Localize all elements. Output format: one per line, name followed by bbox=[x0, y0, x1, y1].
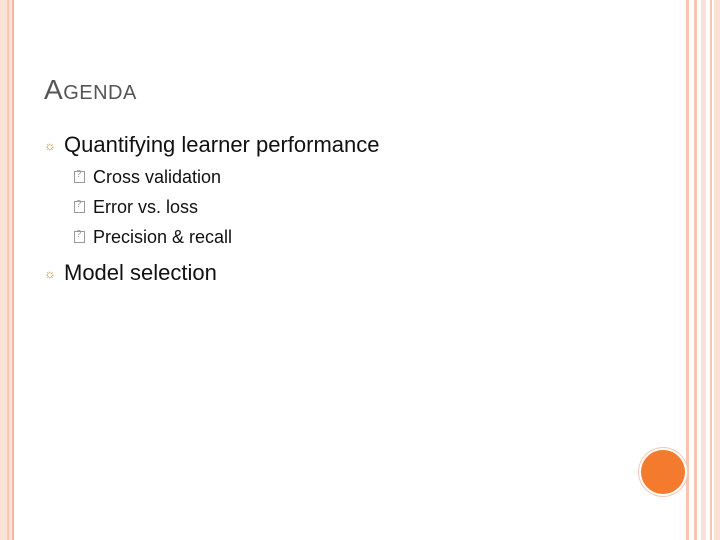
title-rest: GENDA bbox=[63, 82, 137, 104]
sub-list-item-label: Error vs. loss bbox=[93, 196, 199, 217]
list-item-label: Model selection bbox=[64, 260, 217, 285]
sub-list-item: Error vs. loss bbox=[74, 192, 644, 222]
sun-bullet-icon: ☼ bbox=[44, 137, 56, 153]
stripe bbox=[686, 0, 689, 540]
sun-bullet-icon: ☼ bbox=[44, 265, 56, 281]
title-initial: A bbox=[44, 74, 64, 105]
stripe bbox=[714, 0, 720, 540]
stripe bbox=[694, 0, 697, 540]
list-item: ☼ Quantifying learner performance bbox=[44, 128, 644, 162]
slide-title: AGENDA bbox=[44, 74, 137, 106]
stripe bbox=[710, 0, 712, 540]
missing-glyph-box-icon bbox=[74, 199, 85, 213]
stripe bbox=[701, 0, 706, 540]
sub-list-item: Cross validation bbox=[74, 162, 644, 192]
sub-list: Cross validation Error vs. loss Precisio… bbox=[74, 162, 644, 252]
orange-circle-decoration bbox=[641, 450, 685, 494]
list-item: ☼ Model selection bbox=[44, 256, 644, 290]
left-decorative-border bbox=[0, 0, 14, 540]
right-decorative-stripes bbox=[686, 0, 720, 540]
missing-glyph-box-icon bbox=[74, 229, 85, 243]
sub-list-item: Precision & recall bbox=[74, 222, 644, 252]
missing-glyph-box-icon bbox=[74, 169, 85, 183]
list-item-label: Quantifying learner performance bbox=[64, 132, 380, 157]
sub-list-item-label: Cross validation bbox=[93, 166, 222, 187]
sub-list-item-label: Precision & recall bbox=[93, 226, 233, 247]
bullet-list: ☼ Quantifying learner performance Cross … bbox=[44, 128, 644, 290]
